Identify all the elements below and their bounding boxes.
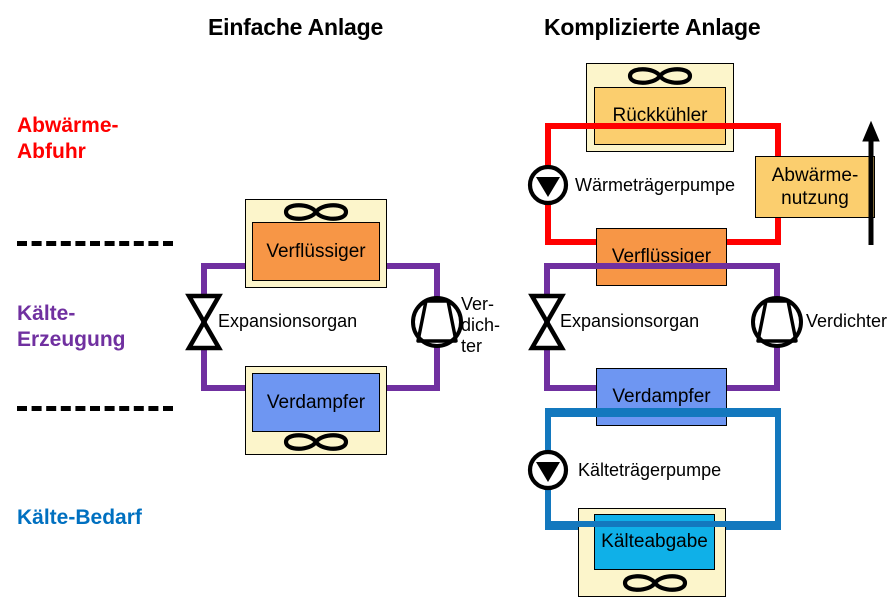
complex-condenser-label: Verflüssiger — [611, 246, 712, 267]
zone-label-line2: Erzeugung — [17, 328, 126, 351]
compressor-icon — [751, 296, 803, 348]
complex-waste-heat-label-line1: Abwärme- — [771, 165, 859, 186]
complex-cold-delivery-label: Kälteabgabe — [601, 531, 708, 552]
complex-heat-pump-label: Wärmeträgerpumpe — [575, 175, 736, 195]
simple-evaporator-label: Verdampfer — [266, 391, 366, 413]
title-complex-plant: Komplizierte Anlage — [544, 14, 761, 40]
zone-separator-top — [17, 241, 173, 246]
complex-waste-heat-label-line2: nutzung — [781, 188, 849, 209]
zone-separator-bottom — [17, 406, 173, 411]
complex-recooler-box: Rückkühler — [594, 87, 726, 145]
simple-condenser-box: Verflüssiger — [252, 222, 380, 281]
zone-label-line1: Abwärme- — [17, 114, 119, 137]
simple-evaporator-box: Verdampfer — [252, 373, 380, 432]
fan-icon — [283, 433, 349, 451]
zone-label-abwaerme-abfuhr: Abwärme- Abfuhr — [17, 113, 119, 165]
simple-expansion-valve-label: Expansionsorgan — [218, 311, 358, 331]
simple-condenser-label: Verflüssiger — [266, 240, 366, 262]
complex-expansion-valve-label: Expansionsorgan — [560, 311, 700, 331]
expansion-valve-icon — [185, 293, 223, 351]
simple-compressor-label-line1: Ver- — [461, 294, 495, 314]
simple-compressor-label: Ver- dich- ter — [461, 294, 500, 357]
complex-recooler-label: Rückkühler — [612, 105, 708, 126]
complex-waste-heat-box: Abwärme- nutzung — [755, 156, 875, 218]
arrow-up-icon — [862, 120, 880, 245]
simple-compressor-label-line3: ter — [461, 336, 483, 356]
zone-label-line2: Abfuhr — [17, 140, 86, 163]
zone-label-kaelte-erzeugung: Kälte- Erzeugung — [17, 301, 126, 353]
fan-icon — [622, 574, 688, 592]
zone-label-line1: Kälte- — [17, 302, 76, 325]
complex-compressor-label: Verdichter — [806, 311, 888, 331]
complex-cold-pump-label: Kälteträgerpumpe — [578, 460, 722, 480]
fan-icon — [283, 203, 349, 221]
zone-label-kaelte-bedarf: Kälte-Bedarf — [17, 506, 142, 529]
pump-icon — [527, 164, 569, 206]
simple-compressor-label-line2: dich- — [461, 315, 501, 335]
fan-icon — [627, 67, 693, 85]
expansion-valve-icon — [528, 293, 566, 351]
complex-evaporator-label: Verdampfer — [612, 386, 711, 407]
pump-icon — [527, 449, 569, 491]
title-simple-plant: Einfache Anlage — [208, 14, 384, 40]
compressor-icon — [411, 296, 463, 348]
complex-condenser-box: Verflüssiger — [596, 228, 727, 286]
